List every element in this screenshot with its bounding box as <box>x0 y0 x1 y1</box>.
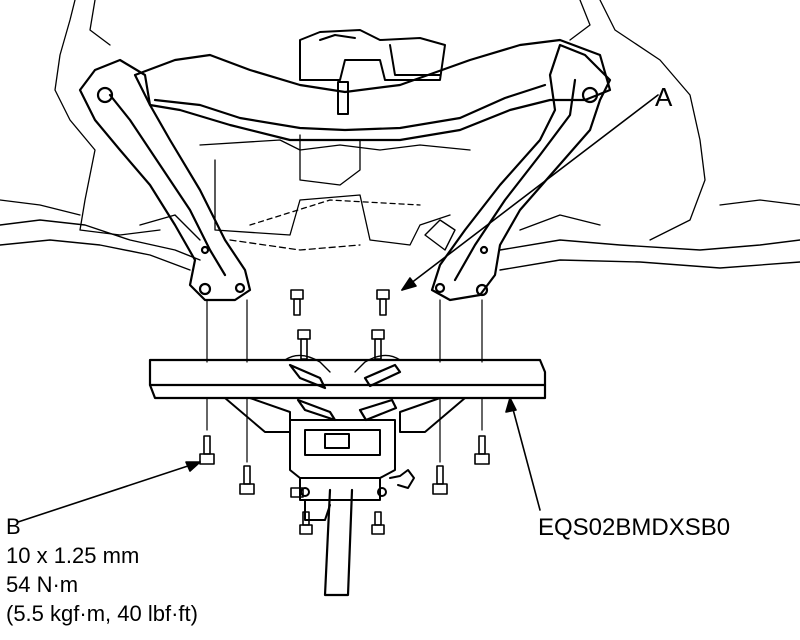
support-beam <box>148 354 547 422</box>
callout-a-leader <box>401 94 659 291</box>
bolt-lower-3 <box>432 465 448 495</box>
left-subframe-arm <box>0 58 252 302</box>
figure-code: EQS02BMDXSB0 <box>538 514 731 541</box>
upper-bolts <box>290 289 390 360</box>
bolt-upper-4 <box>371 329 385 360</box>
callout-b-leader <box>17 461 201 523</box>
jack-adapter <box>224 397 466 597</box>
engine-mount-top <box>299 29 446 115</box>
fig-code-leader <box>505 397 541 511</box>
lower-bolts <box>199 435 490 535</box>
bolt-lower-5 <box>299 511 313 535</box>
bolt-lower-7 <box>290 487 304 498</box>
bolt-upper-1 <box>290 289 304 316</box>
bolt-lower-1 <box>199 435 215 465</box>
subframe-crossmember <box>133 38 612 142</box>
callout-b-spec: B 10 x 1.25 mm 54 N·m (5.5 kgf·m, 40 lbf… <box>6 512 198 628</box>
bolt-upper-3 <box>297 329 311 360</box>
bolt-upper-2 <box>376 289 390 316</box>
bolt-size-text: 10 x 1.25 mm <box>6 543 140 568</box>
vehicle-body-outline <box>0 0 800 251</box>
torque-nm-text: 54 N·m <box>6 572 79 597</box>
bolt-lower-2 <box>239 465 255 495</box>
bolt-lower-4 <box>474 435 490 465</box>
bolt-lower-6 <box>371 511 385 535</box>
alignment-lines <box>206 299 483 463</box>
right-subframe-arm <box>424 43 800 302</box>
torque-alt-text: (5.5 kgf·m, 40 lbf·ft) <box>6 601 198 626</box>
callout-b-label: B <box>6 514 21 539</box>
callout-a-label: A <box>655 82 673 112</box>
